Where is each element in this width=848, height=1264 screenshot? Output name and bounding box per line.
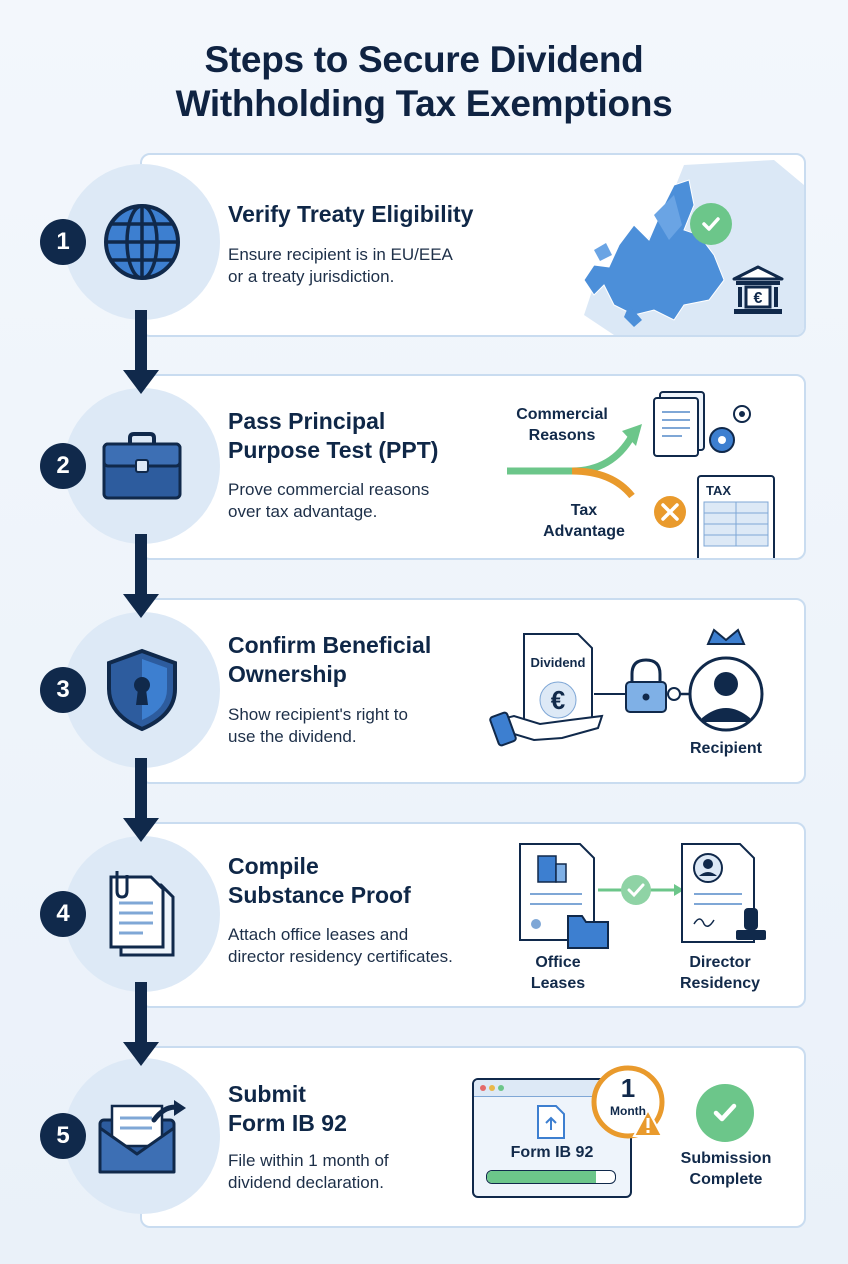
arrow-4-5 — [135, 982, 147, 1046]
director-residency-label: Director Residency — [660, 952, 780, 994]
tax-line-1: Tax — [570, 502, 598, 519]
step-5-title: Submit Form IB 92 — [228, 1080, 347, 1138]
step-5-title-line-1: Submit — [228, 1081, 306, 1107]
upload-doc-icon — [537, 1105, 565, 1139]
window-dot-yellow — [489, 1085, 495, 1091]
step-3-desc-line-1: Show recipient's right to — [228, 705, 408, 724]
arrow-1-2 — [135, 310, 147, 374]
office-line-2: Leases — [530, 975, 586, 992]
step-1-desc-line-1: Ensure recipient is in EU/EEA — [228, 245, 453, 264]
timer-unit: Month — [610, 1104, 646, 1118]
step-5-circle — [64, 1058, 220, 1214]
progress-bar-fill — [487, 1171, 596, 1183]
step-2-title-line-1: Pass Principal — [228, 408, 386, 434]
dividend-currency: € — [550, 685, 566, 715]
shield-lock-icon — [107, 648, 177, 732]
arrow-1-2-head — [123, 370, 159, 394]
office-line-1: Office — [535, 954, 581, 971]
step-3-title-line-1: Confirm Beneficial — [228, 632, 432, 658]
step-3-desc: Show recipient's right to use the divide… — [228, 704, 408, 748]
step-1-circle — [64, 164, 220, 320]
step-2-title: Pass Principal Purpose Test (PPT) — [228, 407, 438, 465]
commercial-line-1: Commercial — [516, 406, 608, 423]
title-line-1: Steps to Secure Dividend — [204, 39, 644, 80]
step-2-desc: Prove commercial reasons over tax advant… — [228, 479, 429, 523]
checkmark-icon — [713, 1103, 737, 1122]
step-2-desc-line-1: Prove commercial reasons — [228, 480, 430, 499]
step-4-circle — [64, 836, 220, 992]
checkmark-icon — [702, 217, 720, 231]
arrow-4-5-head — [123, 1042, 159, 1066]
step-4-card: Office Leases Director Residency — [140, 822, 806, 1008]
substance-illustration — [519, 843, 766, 949]
step-5-desc: File within 1 month of dividend declarat… — [228, 1150, 389, 1194]
tax-line-2: Advantage — [543, 523, 625, 540]
step-5-desc-line-2: dividend declaration. — [228, 1173, 384, 1192]
window-dot-red — [480, 1085, 486, 1091]
step-3-title: Confirm Beneficial Ownership — [228, 631, 431, 689]
envelope-send-icon — [98, 1100, 186, 1174]
office-leases-label: Office Leases — [498, 952, 618, 994]
step-3-card: Dividend € Recipient — [140, 598, 806, 784]
complete-line-1: Submission — [680, 1150, 772, 1167]
step-2-circle — [64, 388, 220, 544]
timer-number: 1 — [620, 1073, 636, 1103]
step-3-number: 3 — [40, 667, 86, 713]
commercial-reasons-label: Commercial Reasons — [502, 404, 622, 446]
step-1-desc-line-2: or a treaty jurisdiction. — [228, 267, 395, 286]
page-title: Steps to Secure Dividend Withholding Tax… — [0, 38, 848, 126]
arrow-3-4-head — [123, 818, 159, 842]
step-1-card: € — [140, 153, 806, 337]
submission-complete-label: Submission Complete — [664, 1148, 788, 1190]
svg-text:€: € — [754, 290, 763, 307]
step-3-desc-line-2: use the dividend. — [228, 727, 357, 746]
tax-advantage-label: Tax Advantage — [524, 500, 644, 542]
title-line-2: Withholding Tax Exemptions — [175, 83, 673, 124]
window-dot-green — [498, 1085, 504, 1091]
step-1-title: Verify Treaty Eligibility — [228, 200, 473, 229]
complete-line-2: Complete — [689, 1171, 763, 1188]
step-5-number: 5 — [40, 1113, 86, 1159]
recipient-label: Recipient — [689, 740, 762, 757]
arrow-3-4 — [135, 758, 147, 822]
tax-doc-label: TAX — [706, 483, 732, 498]
dividend-doc-label: Dividend — [530, 655, 586, 670]
ownership-illustration — [489, 628, 764, 747]
step-4-title: Compile Substance Proof — [228, 852, 411, 910]
step-1-number: 1 — [40, 219, 86, 265]
step-1-title-line-1: Verify Treaty Eligibility — [228, 201, 474, 227]
step-3-title-line-2: Ownership — [228, 661, 347, 687]
step-4-title-line-2: Substance Proof — [228, 882, 411, 908]
step-5-card: Form IB 92 1 Month Submission Complete — [140, 1046, 806, 1228]
briefcase-icon — [102, 432, 182, 500]
step-1-desc: Ensure recipient is in EU/EEA or a treat… — [228, 244, 453, 288]
step-2-card: TAX Commercial Reasons Tax Advantage — [140, 374, 806, 560]
step-2-title-line-2: Purpose Test (PPT) — [228, 437, 439, 463]
progress-bar-track — [486, 1170, 616, 1184]
step-4-title-line-1: Compile — [228, 853, 319, 879]
arrow-2-3-head — [123, 594, 159, 618]
form-label: Form IB 92 — [510, 1144, 594, 1161]
step-5-title-line-2: Form IB 92 — [228, 1110, 347, 1136]
step-2-number: 2 — [40, 443, 86, 489]
step-2-desc-line-2: over tax advantage. — [228, 502, 378, 521]
step-3-circle — [64, 612, 220, 768]
documents-icon — [109, 871, 175, 957]
director-line-2: Residency — [679, 975, 761, 992]
globe-icon — [104, 204, 180, 280]
timer-icon — [591, 1065, 665, 1139]
window-titlebar — [474, 1080, 630, 1097]
director-line-1: Director — [689, 954, 751, 971]
check-badge — [690, 203, 732, 245]
step-4-number: 4 — [40, 891, 86, 937]
step-4-desc-line-1: Attach office leases and — [228, 925, 409, 944]
complete-badge — [696, 1084, 754, 1142]
commercial-line-2: Reasons — [528, 427, 596, 444]
ppt-illustration — [507, 391, 775, 558]
arrow-2-3 — [135, 534, 147, 598]
euro-bank-icon: € — [732, 265, 784, 314]
step-4-desc-line-2: director residency certificates. — [228, 947, 453, 966]
step-5-desc-line-1: File within 1 month of — [228, 1151, 389, 1170]
step-4-desc: Attach office leases and director reside… — [228, 924, 453, 968]
